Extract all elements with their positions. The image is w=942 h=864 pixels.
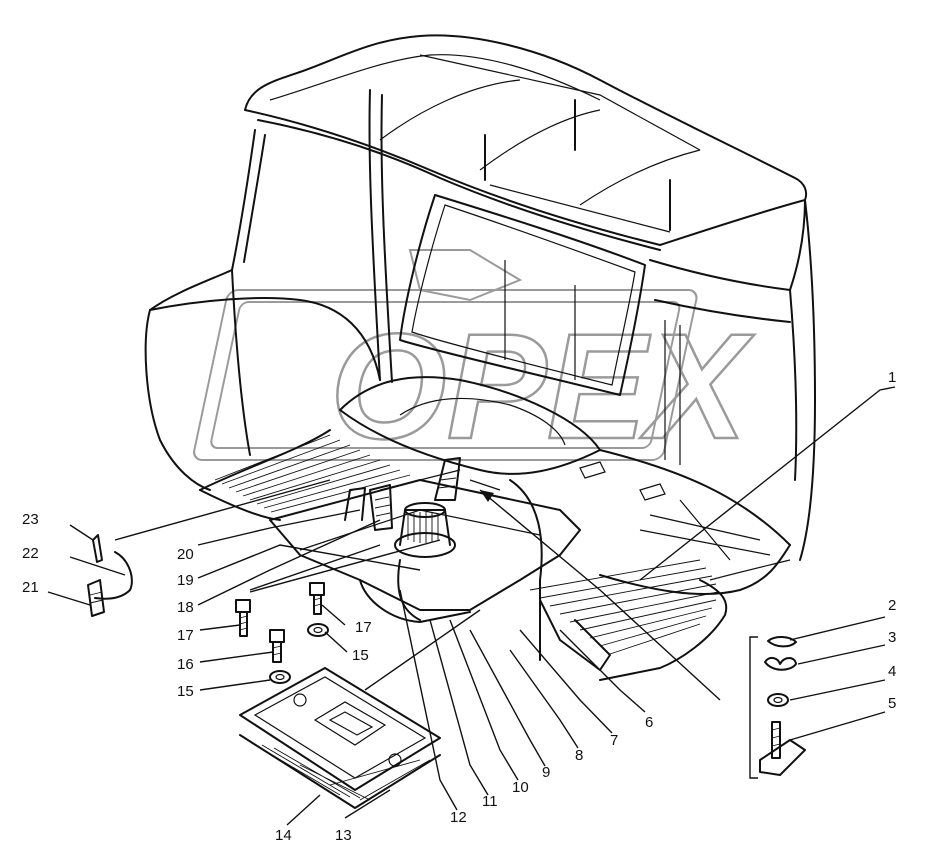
callout-6: 6 (645, 714, 653, 731)
cab-body (144, 34, 816, 681)
callout-18: 18 (177, 599, 194, 616)
callout-12: 12 (450, 809, 467, 826)
callout-16: 16 (177, 656, 194, 673)
callout-15-left: 15 (177, 683, 194, 700)
callout-1: 1 (888, 369, 896, 386)
callout-17-left: 17 (177, 627, 194, 644)
watermark-logo: OPEX (193, 249, 756, 471)
callout-7: 7 (610, 732, 618, 749)
fasteners (235, 582, 329, 684)
callout-3: 3 (888, 629, 896, 646)
callout-23: 23 (22, 511, 39, 528)
callout-21: 21 (22, 579, 39, 596)
callout-13: 13 (335, 827, 352, 844)
callout-14: 14 (275, 827, 292, 844)
latch-hardware (749, 636, 806, 779)
callout-22: 22 (22, 545, 39, 562)
callout-17-right: 17 (355, 619, 372, 636)
callout-11: 11 (482, 793, 498, 810)
callout-2: 2 (888, 597, 896, 614)
callout-15-right: 15 (352, 647, 369, 664)
callout-5: 5 (888, 695, 896, 712)
callout-4: 4 (888, 663, 896, 680)
floor-mat-hatching (214, 434, 719, 655)
mounting-pad (239, 667, 441, 809)
callout-19: 19 (177, 572, 194, 589)
clamp-assembly (87, 534, 133, 617)
callout-8: 8 (575, 747, 583, 764)
callout-labels: 1 2 3 4 5 6 7 8 9 10 11 12 13 14 15 15 1… (22, 369, 896, 844)
callout-10: 10 (512, 779, 529, 796)
callout-20: 20 (177, 546, 194, 563)
arrow-heads (480, 490, 494, 502)
callout-9: 9 (542, 764, 550, 781)
leader-lines (47, 386, 896, 826)
watermark-text: OPEX (330, 302, 755, 470)
